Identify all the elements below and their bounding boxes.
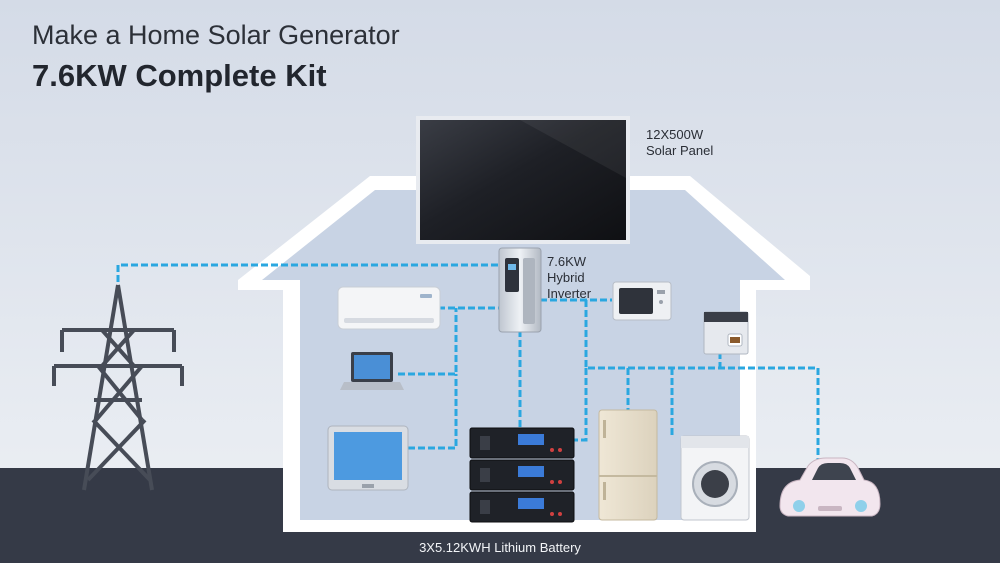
page-subtitle: 7.6KW Complete Kit xyxy=(32,58,327,93)
wiring xyxy=(116,263,820,462)
solar-panel-label: 12X500W Solar Panel xyxy=(646,127,713,159)
coffee-machine-icon xyxy=(703,311,749,355)
inverter-type: Hybrid xyxy=(547,270,585,285)
washing-machine-icon xyxy=(680,435,750,521)
laptop-icon xyxy=(340,352,404,390)
inverter-label: 7.6KW Hybrid Inverter xyxy=(547,254,591,302)
battery-bus-wire xyxy=(574,368,588,442)
laptop-wire xyxy=(398,308,458,376)
battery-module-icon xyxy=(469,427,575,459)
grid-wire xyxy=(116,263,500,292)
page-title: Make a Home Solar Generator xyxy=(32,20,400,50)
transmission-tower-icon xyxy=(52,284,184,491)
inverter-spec: 7.6KW xyxy=(547,254,587,269)
tv-monitor-icon xyxy=(327,425,409,491)
solar-panel-name: Solar Panel xyxy=(646,143,714,158)
air-conditioner-icon xyxy=(337,286,441,330)
load-bus-wire xyxy=(584,300,820,462)
microwave-icon xyxy=(612,281,672,321)
battery-module-icon xyxy=(469,459,575,491)
solar-panel-icon xyxy=(416,116,630,244)
car-icon xyxy=(779,457,881,517)
battery-label: 3X5.12KWH Lithium Battery xyxy=(419,540,581,555)
inverter-name: Inverter xyxy=(547,286,592,301)
refrigerator-icon xyxy=(598,409,658,521)
tv-wire xyxy=(408,374,458,450)
battery-stack xyxy=(469,427,575,523)
inverter-icon xyxy=(498,247,542,333)
battery-module-icon xyxy=(469,491,575,523)
solar-panel-spec: 12X500W xyxy=(646,127,704,142)
